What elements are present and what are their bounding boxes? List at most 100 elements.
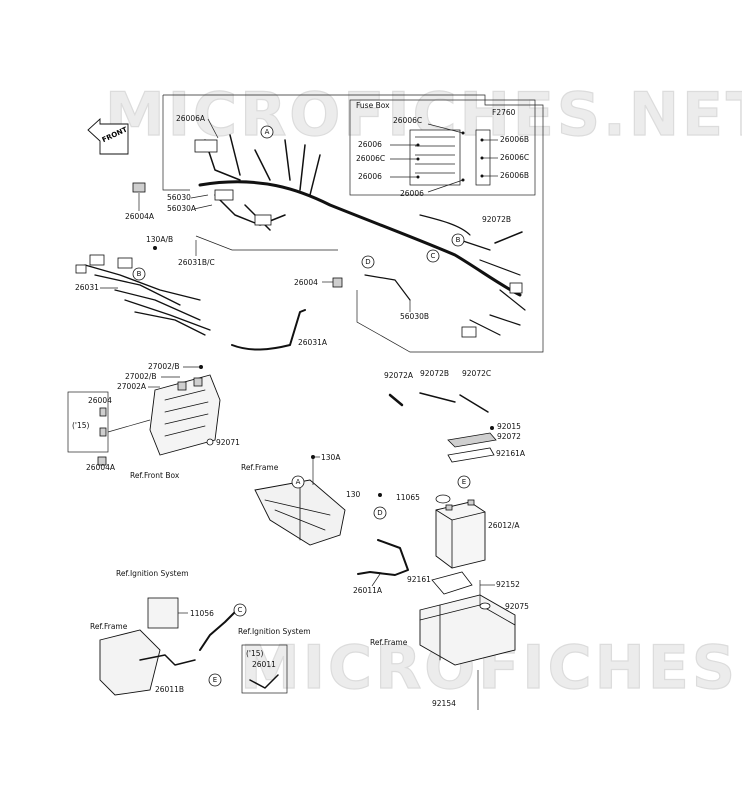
label-92072b-top: 92072B xyxy=(482,215,511,224)
ref-frame-right: Ref.Frame xyxy=(370,638,408,647)
connector-26004a-top xyxy=(132,182,146,193)
callout-c-top: C xyxy=(426,249,440,263)
label-15-left: ('15) xyxy=(72,421,90,430)
label-130ab: 130A/B xyxy=(146,235,173,244)
label-26004-left: 26004 xyxy=(88,396,112,405)
fuse-box-frame xyxy=(349,99,536,196)
label-56030: 56030 xyxy=(167,193,191,202)
label-56030a: 56030A xyxy=(167,204,197,213)
fuse-label-26006b-2: 26006B xyxy=(500,171,529,180)
label-26004-mid: 26004 xyxy=(294,278,318,287)
tie-92072a xyxy=(388,393,404,407)
fuse-label-26006-1: 26006 xyxy=(358,140,382,149)
main-wire-harness xyxy=(194,134,526,338)
front-arrow-icon: FRONT xyxy=(87,117,129,155)
ref-front-box: Ref.Front Box xyxy=(130,471,180,480)
pad-92161 xyxy=(431,571,473,595)
cap-11065 xyxy=(435,494,451,504)
inset-26011-box xyxy=(241,644,288,694)
svg-text:C: C xyxy=(431,252,436,260)
svg-text:D: D xyxy=(377,509,382,517)
label-26006a: 26006A xyxy=(176,114,206,123)
label-11056: 11056 xyxy=(190,609,214,618)
tie-92072c xyxy=(459,394,489,413)
fuse-label-26006b-1: 26006B xyxy=(500,135,529,144)
label-26031bc: 26031B/C xyxy=(178,258,215,267)
fuse-label-26006-4: 26006 xyxy=(400,189,424,198)
fuse-label-26006-3: 26006 xyxy=(358,172,382,181)
label-92015: 92015 xyxy=(497,422,521,431)
label-92072: 92072 xyxy=(497,432,521,441)
svg-text:B: B xyxy=(137,270,142,278)
label-92072b-mid: 92072B xyxy=(420,369,449,378)
label-11065: 11065 xyxy=(396,493,420,502)
ref-frame-bottom: Ref.Frame xyxy=(90,622,128,631)
label-26011b: 26011B xyxy=(155,685,184,694)
cable-ignition xyxy=(199,611,236,651)
cable-26011 xyxy=(249,674,279,689)
label-56030b: 56030B xyxy=(400,312,429,321)
callout-a-top: A xyxy=(260,125,274,139)
label-92161a: 92161A xyxy=(496,449,526,458)
label-92071: 92071 xyxy=(216,438,240,447)
label-92152: 92152 xyxy=(496,580,520,589)
frame-middle xyxy=(254,479,346,546)
label-26031: 26031 xyxy=(75,283,99,292)
label-27002b-1: 27002/B xyxy=(148,362,180,371)
front-box-assembly xyxy=(149,374,221,456)
fuse-label-26006c-top: 26006C xyxy=(393,116,422,125)
label-26004a-top: 26004A xyxy=(125,212,155,221)
callout-c-bottom: C xyxy=(233,603,247,617)
fuse-block xyxy=(409,129,491,186)
svg-text:C: C xyxy=(238,606,243,614)
label-26004a-left: 26004A xyxy=(86,463,116,472)
label-130: 130 xyxy=(346,490,361,499)
svg-text:E: E xyxy=(462,478,466,486)
callout-e-bottom: E xyxy=(208,673,222,687)
tie-92072b-mid xyxy=(419,392,456,403)
label-15-bottom: ('15) xyxy=(246,649,264,658)
label-92075: 92075 xyxy=(505,602,529,611)
svg-text:D: D xyxy=(365,258,370,266)
fuse-label-f2760: F2760 xyxy=(492,108,516,117)
callout-d-mid: D xyxy=(373,506,387,520)
label-92072c: 92072C xyxy=(462,369,491,378)
label-26012a: 26012/A xyxy=(488,521,520,530)
fuse-box: Fuse Box F2760 26006C 26006 26006C 26006… xyxy=(349,99,536,198)
label-26011: 26011 xyxy=(252,660,276,669)
cable-26011b xyxy=(139,654,196,666)
connector-26004-mid xyxy=(332,277,343,288)
pad-92161a xyxy=(447,447,495,463)
svg-text:E: E xyxy=(213,676,217,684)
label-27002b-2: 27002/B xyxy=(125,372,157,381)
cable-26031a xyxy=(231,309,306,351)
harness-26031 xyxy=(75,254,211,336)
frame-bottom xyxy=(99,629,161,696)
callout-d-top: D xyxy=(361,255,375,269)
ref-frame-mid: Ref.Frame xyxy=(241,463,279,472)
relay-11056 xyxy=(147,597,179,629)
svg-text:B: B xyxy=(456,236,461,244)
fuse-label-26006c-3: 26006C xyxy=(500,153,529,162)
label-92154: 92154 xyxy=(432,699,456,708)
label-92161: 92161 xyxy=(407,575,431,584)
battery-26012 xyxy=(435,499,486,569)
ref-ignition-top: Ref.Ignition System xyxy=(116,569,189,578)
cable-26011a xyxy=(357,539,409,576)
callout-b-left: B xyxy=(132,267,146,281)
label-27002a: 27002A xyxy=(117,382,147,391)
label-92072a: 92072A xyxy=(384,371,414,380)
harness-frame-outline xyxy=(162,94,544,353)
strap-92072 xyxy=(447,432,497,448)
ref-ignition-mid: Ref.Ignition System xyxy=(238,627,311,636)
harness-frame-lower xyxy=(195,235,338,251)
callout-a-mid: A xyxy=(291,475,305,489)
watermark-top: MICROFICHES.NET xyxy=(105,80,742,150)
svg-text:A: A xyxy=(265,128,270,136)
fuse-label-26006c-2: 26006C xyxy=(356,154,385,163)
callout-e-mid: E xyxy=(457,475,471,489)
label-130a: 130A xyxy=(321,453,341,462)
svg-text:A: A xyxy=(296,478,301,486)
label-26011a: 26011A xyxy=(353,586,383,595)
